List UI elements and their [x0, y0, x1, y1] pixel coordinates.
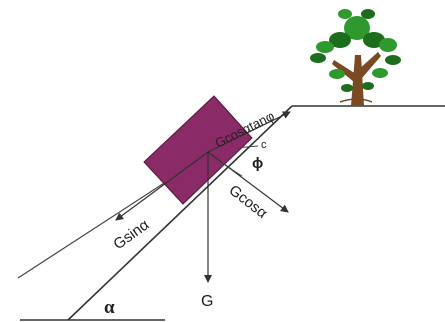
- label-g-cos-alpha: Gcosα: [226, 182, 271, 222]
- force-arrow-friction: [207, 111, 291, 153]
- sliding-block: [143, 95, 253, 205]
- label-alpha: α: [104, 297, 115, 318]
- force-arrow-sin-component: [115, 151, 209, 221]
- force-arrow-cos-component: [207, 151, 289, 213]
- label-g: G: [201, 293, 213, 310]
- phi-angle-arc: [221, 161, 243, 177]
- label-phi: ϕ: [252, 155, 263, 172]
- label-g-sin-alpha: Gsinα: [110, 216, 152, 253]
- cohesion-marker-line: [235, 145, 259, 149]
- slope-surface-line: [67, 105, 293, 321]
- label-c: c: [261, 139, 267, 151]
- tree-icon: [310, 9, 401, 106]
